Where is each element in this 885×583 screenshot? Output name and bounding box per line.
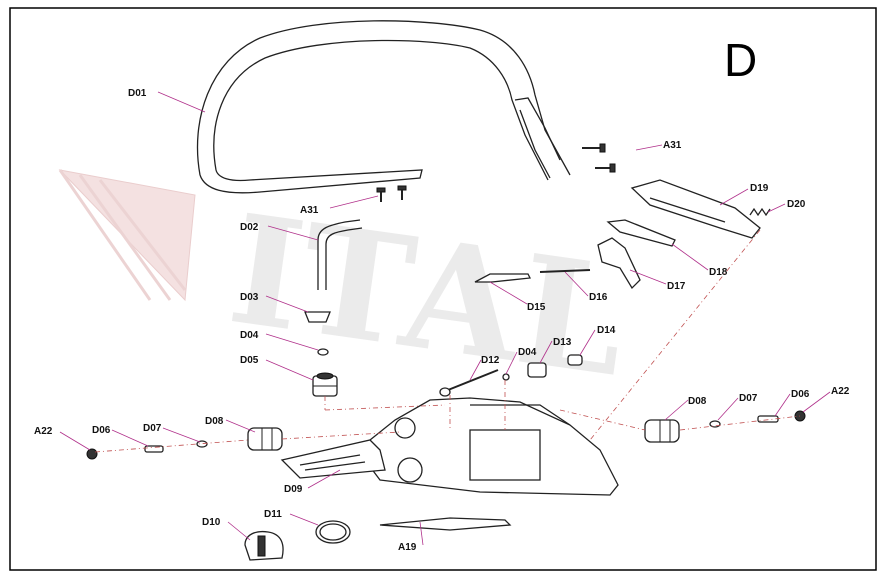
label-D09: D09: [284, 484, 303, 495]
label-D12: D12: [481, 355, 500, 366]
damper-part: [312, 372, 338, 397]
plate-part: [379, 517, 512, 531]
fasteners-left: [86, 440, 208, 460]
label-D15: D15: [527, 302, 546, 313]
pin-part: [539, 269, 591, 273]
label-D04-left: D04: [240, 330, 259, 341]
label-D07-left: D07: [143, 423, 162, 434]
page-letter: D: [724, 34, 757, 86]
watermark-logo-icon: [58, 169, 196, 302]
page-frame: [9, 7, 877, 571]
leader-lines: [59, 91, 831, 546]
cap-part: [304, 311, 331, 323]
throttle-lock-part: [606, 219, 676, 247]
label-D17: D17: [667, 281, 686, 292]
label-A19: A19: [398, 542, 417, 553]
small-washer-part: [317, 348, 329, 356]
fasteners-right: [709, 410, 806, 428]
o-ring-part: [315, 520, 351, 544]
label-A22-right: A22: [831, 386, 850, 397]
damper-right-part: [644, 419, 680, 443]
watermark: ITAL: [58, 169, 636, 411]
screw-pair-left: [376, 185, 407, 202]
knob-part: [244, 530, 284, 561]
label-D07-right: D07: [739, 393, 758, 404]
label-D10: D10: [202, 517, 221, 528]
label-D16: D16: [589, 292, 608, 303]
label-D19: D19: [750, 183, 769, 194]
label-A22-left: A22: [34, 426, 53, 437]
watermark-text: ITAL: [220, 181, 636, 410]
label-D18: D18: [709, 267, 728, 278]
label-D03: D03: [240, 292, 259, 303]
label-A31-right: A31: [663, 140, 682, 151]
screw-pair-right: [582, 143, 616, 173]
front-handle-part: [196, 20, 571, 194]
label-A31-left: A31: [300, 205, 319, 216]
rod-part-inner: [325, 227, 363, 290]
bolt-part: [439, 369, 499, 397]
trigger-part: [597, 237, 641, 290]
lever-part: [474, 273, 532, 283]
label-D13: D13: [553, 337, 572, 348]
label-D08-left: D08: [205, 416, 224, 427]
housing-part: [280, 397, 619, 496]
spring-part: [749, 207, 771, 217]
label-D02: D02: [240, 222, 259, 233]
label-D01: D01: [128, 88, 147, 99]
label-D08-right: D08: [688, 396, 707, 407]
part-labels: D01 A31 A31 D02 D03 D04 D05 D19 D20 D18 …: [34, 88, 850, 553]
assembly-centerlines: [94, 229, 801, 453]
label-D20: D20: [787, 199, 806, 210]
label-D11: D11: [264, 509, 282, 520]
small-damper-parts: [502, 354, 583, 381]
label-D04-right: D04: [518, 347, 537, 358]
label-D14: D14: [597, 325, 616, 336]
label-D05: D05: [240, 355, 259, 366]
handle-cover-part: [630, 179, 761, 239]
label-D06-left: D06: [92, 425, 111, 436]
label-D06-right: D06: [791, 389, 810, 400]
